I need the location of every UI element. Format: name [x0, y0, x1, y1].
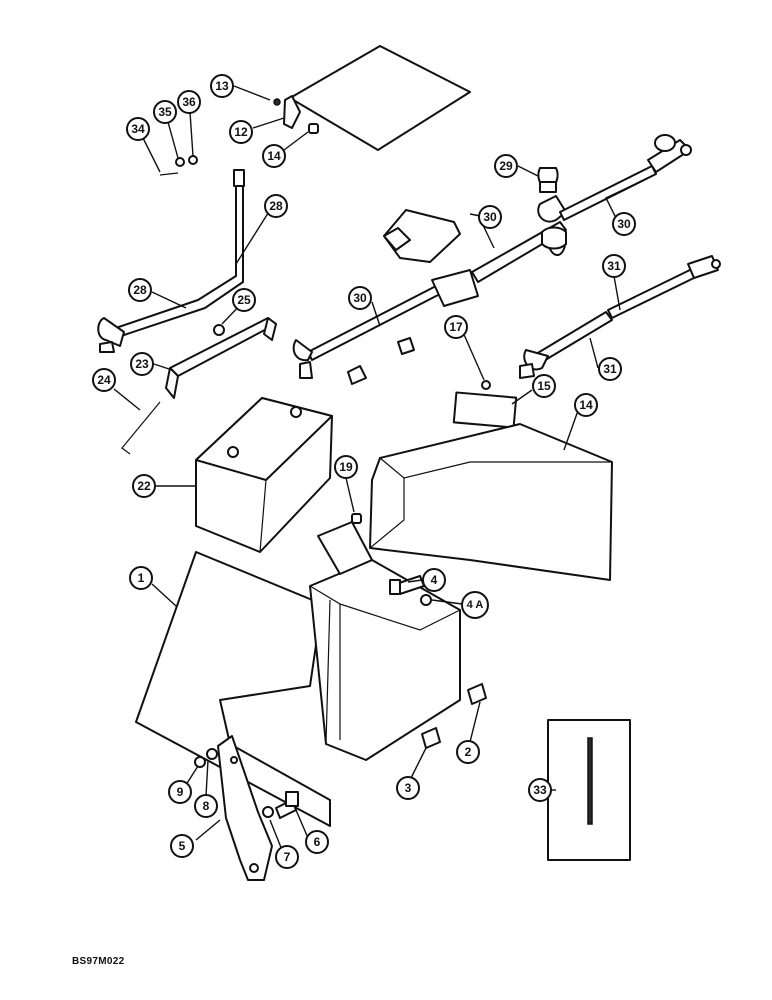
battery-cable-31 — [519, 255, 721, 379]
svg-text:28: 28 — [133, 283, 147, 297]
hold-down-bar — [121, 317, 277, 455]
decal-17 — [452, 391, 518, 429]
callout-33: 33 — [528, 778, 552, 802]
battery-box-1 — [135, 521, 461, 827]
callout-1: 1 — [129, 566, 153, 590]
battery-22 — [195, 397, 333, 553]
callout-30-right: 30 — [612, 212, 636, 236]
callout-31-lower: 31 — [598, 357, 622, 381]
small-fasteners — [159, 155, 198, 176]
spacers — [421, 683, 487, 749]
terminal-cover — [383, 209, 461, 263]
callout-30-middle: 30 — [478, 205, 502, 229]
bracket-5 — [217, 735, 273, 881]
callout-14: 14 — [262, 144, 286, 168]
callout-4: 4 — [422, 568, 446, 592]
svg-text:30: 30 — [617, 217, 631, 231]
battery-cable-28 — [97, 169, 245, 353]
callout-36: 36 — [177, 90, 201, 114]
small-nuts — [347, 337, 491, 524]
hardware-6-9 — [194, 748, 299, 819]
callout-12: 12 — [229, 120, 253, 144]
callout-2: 2 — [456, 740, 480, 764]
callout-13: 13 — [210, 74, 234, 98]
callout-18: 17 — [444, 315, 468, 339]
svg-text:2: 2 — [465, 745, 472, 759]
svg-text:31: 31 — [603, 362, 617, 376]
svg-text:13: 13 — [215, 79, 229, 93]
svg-text:7: 7 — [284, 850, 291, 864]
svg-text:5: 5 — [179, 839, 186, 853]
svg-text:30: 30 — [353, 291, 367, 305]
drawing-code: BS97M022 — [72, 956, 125, 967]
svg-text:17: 17 — [449, 320, 463, 334]
callout-31-upper: 31 — [602, 254, 626, 278]
callout-6: 6 — [305, 830, 329, 854]
svg-text:34: 34 — [131, 122, 145, 136]
svg-text:19: 19 — [339, 460, 353, 474]
callout-28-upper: 28 — [264, 194, 288, 218]
callout-8: 8 — [194, 794, 218, 818]
svg-text:30: 30 — [483, 210, 497, 224]
battery-terminal-29 — [537, 167, 559, 193]
decal-sheet-33 — [547, 719, 631, 861]
svg-text:22: 22 — [137, 479, 151, 493]
callout-3: 3 — [396, 776, 420, 800]
svg-text:12: 12 — [234, 125, 248, 139]
callout-30-left: 30 — [348, 286, 372, 310]
callout-35: 35 — [153, 100, 177, 124]
callout-17: 15 — [532, 374, 556, 398]
callout-29: 29 — [494, 154, 518, 178]
callout-23: 23 — [130, 352, 154, 376]
battery-cover-15 — [369, 423, 613, 581]
callout-9: 9 — [168, 780, 192, 804]
svg-text:35: 35 — [158, 105, 172, 119]
cover-plate — [273, 45, 471, 151]
svg-text:14: 14 — [579, 398, 593, 412]
svg-text:29: 29 — [499, 159, 513, 173]
svg-text:24: 24 — [97, 373, 111, 387]
callout-7: 7 — [275, 845, 299, 869]
svg-text:31: 31 — [607, 259, 621, 273]
svg-text:25: 25 — [237, 293, 251, 307]
svg-text:33: 33 — [533, 783, 547, 797]
svg-text:8: 8 — [203, 799, 210, 813]
svg-text:3: 3 — [405, 781, 412, 795]
svg-text:36: 36 — [182, 95, 196, 109]
callout-19: 19 — [334, 455, 358, 479]
svg-text:14: 14 — [267, 149, 281, 163]
callout-22: 22 — [132, 474, 156, 498]
callout-34: 34 — [126, 117, 150, 141]
svg-text:4: 4 — [431, 573, 438, 587]
svg-text:6: 6 — [314, 835, 321, 849]
svg-text:28: 28 — [269, 199, 283, 213]
callout-4a: 4 A — [461, 591, 489, 619]
battery-cable-30 — [292, 134, 692, 379]
callout-28-lower: 28 — [128, 278, 152, 302]
callout-5: 5 — [170, 834, 194, 858]
callout-15: 14 — [574, 393, 598, 417]
svg-text:23: 23 — [135, 357, 149, 371]
svg-text:15: 15 — [537, 379, 551, 393]
callout-24: 24 — [92, 368, 116, 392]
svg-text:4 A: 4 A — [467, 599, 484, 611]
callout-25: 25 — [232, 288, 256, 312]
svg-text:9: 9 — [177, 785, 184, 799]
svg-text:1: 1 — [138, 571, 145, 585]
